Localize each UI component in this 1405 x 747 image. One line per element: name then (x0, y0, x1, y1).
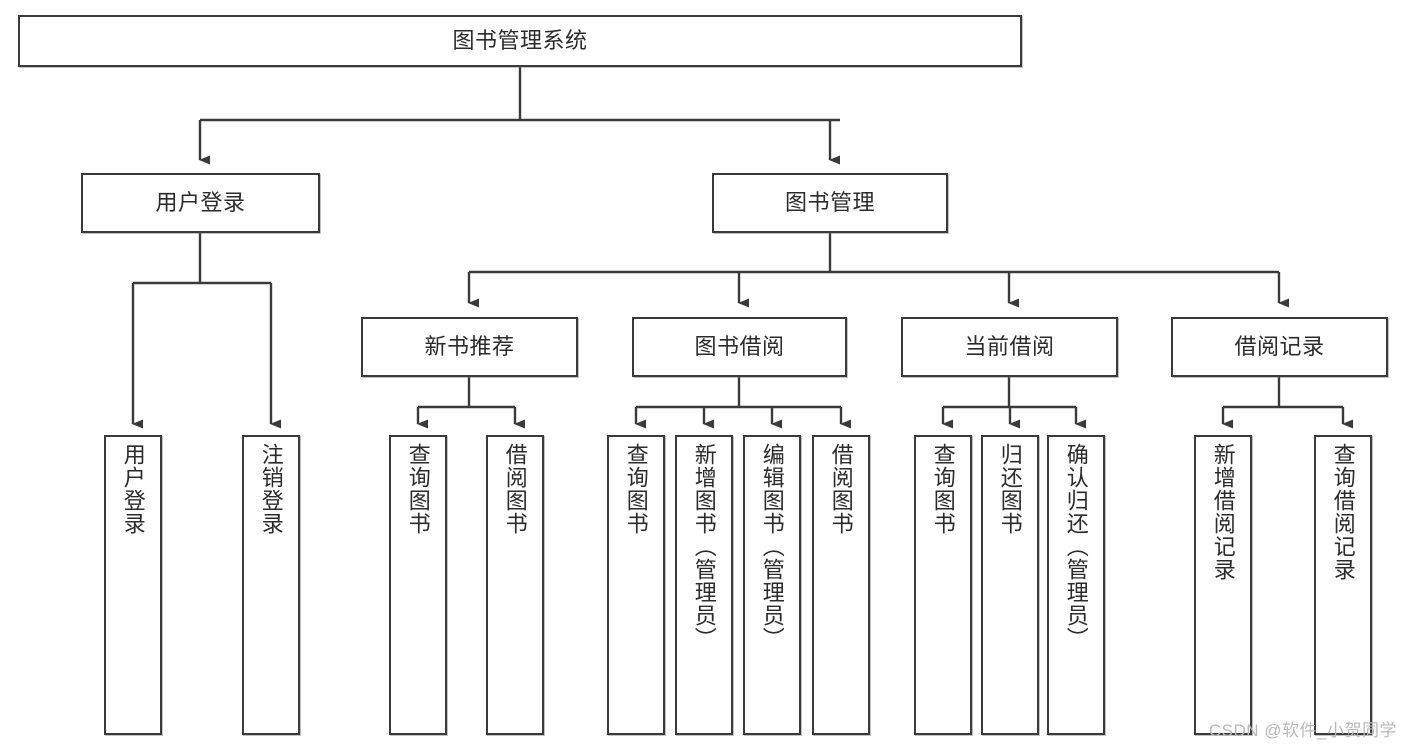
node-leaf-query-book-2[interactable]: 查询图书 (607, 435, 665, 735)
node-user-login[interactable]: 用户登录 (81, 173, 320, 233)
node-borrow-record[interactable]: 借阅记录 (1171, 317, 1388, 377)
node-leaf-borrow-book-1-label: 借阅图书 (502, 443, 528, 535)
node-leaf-borrow-book-2[interactable]: 借阅图书 (812, 435, 870, 735)
watermark-text: CSDN @软件_小贺同学 (1208, 721, 1397, 740)
node-book-manage-label: 图书管理 (784, 189, 875, 215)
node-leaf-borrow-book-1[interactable]: 借阅图书 (486, 435, 544, 735)
node-leaf-query-record[interactable]: 查询借阅记录 (1314, 435, 1372, 735)
node-book-borrow[interactable]: 图书借阅 (632, 317, 847, 377)
node-leaf-logout-login[interactable]: 注销登录 (242, 435, 300, 735)
node-new-book-recommend-label: 新书推荐 (424, 333, 515, 359)
node-leaf-query-book-3[interactable]: 查询图书 (914, 435, 972, 735)
node-current-borrow-label: 当前借阅 (964, 333, 1055, 359)
node-leaf-return-book[interactable]: 归还图书 (981, 435, 1039, 735)
node-root[interactable]: 图书管理系统 (18, 15, 1022, 67)
node-current-borrow[interactable]: 当前借阅 (901, 317, 1118, 377)
node-book-manage[interactable]: 图书管理 (712, 173, 948, 233)
node-leaf-add-book-label: 新增图书（管理员） (691, 443, 717, 650)
node-leaf-confirm-return[interactable]: 确认归还（管理员） (1047, 435, 1105, 735)
node-leaf-add-book[interactable]: 新增图书（管理员） (675, 435, 733, 735)
node-new-book-recommend[interactable]: 新书推荐 (361, 317, 578, 377)
node-leaf-user-login-label: 用户登录 (120, 443, 146, 535)
node-leaf-edit-book-label: 编辑图书（管理员） (759, 443, 785, 650)
node-leaf-user-login[interactable]: 用户登录 (104, 435, 162, 735)
node-leaf-confirm-return-label: 确认归还（管理员） (1063, 443, 1089, 650)
node-borrow-record-label: 借阅记录 (1234, 333, 1325, 359)
node-leaf-borrow-book-2-label: 借阅图书 (828, 443, 854, 535)
node-leaf-query-book-3-label: 查询图书 (930, 443, 956, 535)
node-leaf-query-book-2-label: 查询图书 (623, 443, 649, 535)
node-leaf-query-record-label: 查询借阅记录 (1330, 443, 1356, 581)
node-root-label: 图书管理系统 (452, 27, 588, 53)
node-book-borrow-label: 图书借阅 (694, 333, 785, 359)
node-leaf-edit-book[interactable]: 编辑图书（管理员） (743, 435, 801, 735)
node-leaf-add-record-label: 新增借阅记录 (1210, 443, 1236, 581)
node-user-login-label: 用户登录 (155, 189, 246, 215)
node-leaf-add-record[interactable]: 新增借阅记录 (1194, 435, 1252, 735)
node-leaf-query-book-1-label: 查询图书 (405, 443, 431, 535)
node-leaf-logout-login-label: 注销登录 (258, 443, 284, 535)
node-leaf-return-book-label: 归还图书 (997, 443, 1023, 535)
node-leaf-query-book-1[interactable]: 查询图书 (389, 435, 447, 735)
